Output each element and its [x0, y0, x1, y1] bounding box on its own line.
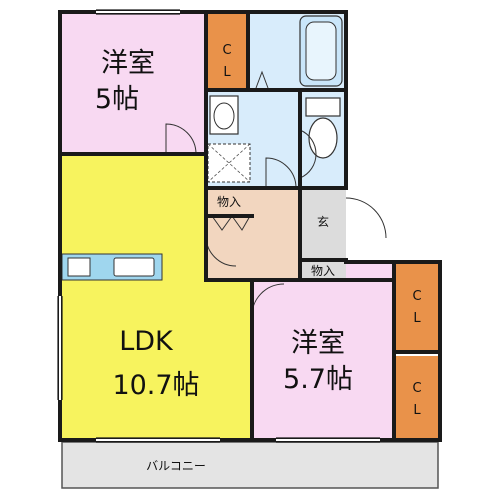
closet1-label-l: L: [223, 65, 231, 80]
door-western1: [165, 123, 197, 155]
washer-pan: [207, 143, 251, 183]
closet-1: [206, 12, 248, 90]
door-washroom: [265, 157, 297, 189]
western1-size: 5帖: [95, 84, 139, 115]
kitchen-sink: [113, 257, 155, 277]
sink-bowl: [213, 102, 235, 130]
door-entrance: [345, 197, 387, 239]
closet3-label-c: C: [412, 381, 421, 396]
western-room-2: [252, 280, 394, 438]
toilet-bowl: [308, 117, 338, 159]
balcony-label: バルコニー: [146, 459, 206, 473]
storage1-label: 物入: [217, 195, 241, 209]
bathtub-inner: [305, 21, 337, 81]
entrance-label: 玄: [317, 214, 329, 229]
western2-size: 5.7帖: [283, 364, 353, 395]
western-room-1: [60, 12, 206, 154]
hallway: [206, 188, 300, 280]
storage-2: [300, 260, 346, 280]
washer-diag-2: [207, 143, 251, 183]
door-storage1: [211, 215, 251, 231]
closet1-label-c: C: [222, 43, 231, 58]
western2-name: 洋室: [291, 328, 345, 359]
door-toilet: [299, 129, 317, 179]
door-bath: [255, 70, 269, 89]
closet2-label-c: C: [412, 289, 421, 304]
toilet-tank: [305, 97, 341, 117]
closet-3: [394, 356, 440, 438]
ldk-size: 10.7帖: [112, 370, 199, 401]
kitchen-stove: [67, 257, 91, 277]
ldk-name: LDK: [119, 326, 174, 357]
entrance-area: [300, 188, 346, 260]
western-room-2-top: [346, 262, 394, 280]
closet3-label-l: L: [413, 403, 421, 418]
closet-2: [394, 262, 440, 350]
windows: [57, 9, 380, 443]
western1-name: 洋室: [101, 48, 155, 79]
ldk-room-lower: [60, 280, 252, 438]
storage2-label: 物入: [311, 264, 335, 278]
washer-diag-1: [207, 143, 251, 183]
walls: [58, 10, 442, 442]
balcony: [61, 441, 439, 489]
closet2-label-l: L: [413, 311, 421, 326]
